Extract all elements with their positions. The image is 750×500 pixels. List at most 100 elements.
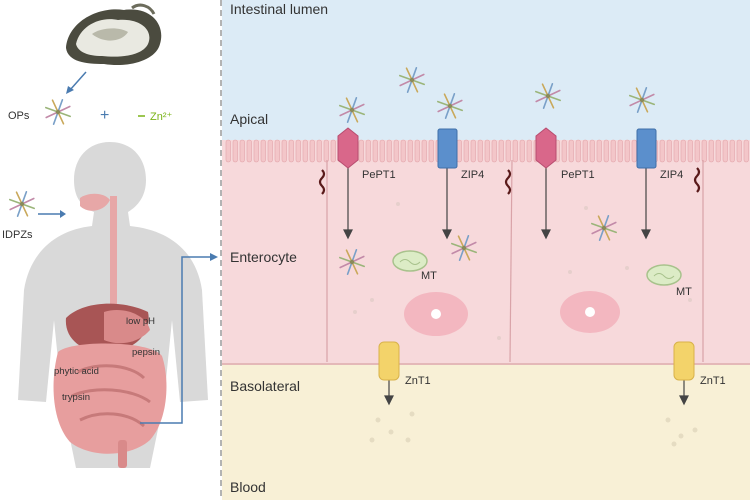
microvillus [666, 139, 672, 163]
microvillus [421, 139, 427, 163]
peptide-zinc-complex [450, 235, 478, 262]
microvillus [274, 139, 280, 163]
lumen-region [222, 0, 750, 140]
microvillus [491, 139, 497, 163]
microvillus [575, 139, 581, 163]
microvillus [253, 139, 259, 163]
microvillus [239, 139, 245, 163]
pept1-transporter-right [535, 127, 557, 169]
label-pept1-right: PePT1 [561, 169, 595, 181]
microvillus [428, 139, 434, 163]
label-zip4-left: ZIP4 [461, 169, 484, 181]
microvillus [246, 139, 252, 163]
microvillus [302, 139, 308, 163]
microvillus [407, 139, 413, 163]
cell-borders [326, 159, 704, 363]
microvillus [729, 139, 735, 163]
peptide-zinc-complex [436, 93, 464, 119]
microvillus [526, 139, 532, 163]
microvillus [372, 139, 378, 163]
microvillus [288, 139, 294, 163]
microvillus [358, 139, 364, 163]
mt-protein-right [646, 264, 682, 286]
label-pept1-left: PePT1 [362, 169, 396, 181]
blood-region [222, 365, 750, 500]
pept1-transporter-left [337, 127, 359, 169]
microvillus [568, 139, 574, 163]
microvillus [225, 139, 231, 163]
peptide-zinc-complex [590, 215, 618, 241]
microvillus [484, 139, 490, 163]
microvillus [316, 139, 322, 163]
microvillus [393, 139, 399, 163]
oyster-arrowhead [66, 86, 74, 94]
microvillus [687, 139, 693, 163]
peptide-zinc-complex [9, 191, 36, 217]
microvillus [309, 139, 315, 163]
microvillus [512, 139, 518, 163]
microvillus [561, 139, 567, 163]
oyster-photo [66, 3, 162, 66]
microvillus [722, 139, 728, 163]
znt1-transporter-right [673, 341, 695, 381]
label-plus: + [100, 107, 109, 124]
peptide-zinc-complex [338, 97, 366, 123]
microvillus [701, 139, 707, 163]
microvillus [631, 139, 637, 163]
microvillus [736, 139, 742, 163]
microvillus [582, 139, 588, 163]
microvillus [596, 139, 602, 163]
zip4-transporter-right [636, 128, 657, 169]
microvillus [673, 139, 679, 163]
label-phytic-acid: phytic acid [54, 366, 99, 377]
absorption-connector [140, 256, 210, 424]
zinc-dots [353, 202, 692, 340]
transport-arrows [343, 160, 689, 406]
microvillus [743, 139, 749, 163]
microvillus [400, 139, 406, 163]
microvillus [477, 139, 483, 163]
label-zinc-ion: Zn²⁺ [150, 111, 173, 123]
microvillus [365, 139, 371, 163]
label-pepsin: pepsin [132, 347, 160, 358]
label-znt1-right: ZnT1 [700, 375, 726, 387]
microvilli-brush-border [225, 139, 749, 163]
nucleus-right [560, 291, 620, 333]
microvillus [610, 139, 616, 163]
microvillus [624, 139, 630, 163]
microvillus [680, 139, 686, 163]
label-mt-right: MT [676, 286, 692, 298]
mt-protein-left [392, 250, 428, 272]
microvillus [379, 139, 385, 163]
label-zip4-right: ZIP4 [660, 169, 683, 181]
epithelium-region [222, 140, 750, 365]
microvillus [260, 139, 266, 163]
microvillus [715, 139, 721, 163]
label-idpzs: IDPZs [2, 229, 33, 241]
peptide-zinc-complex [338, 249, 366, 276]
microvillus [281, 139, 287, 163]
idpz-arrowhead [60, 210, 66, 218]
zip4-transporter-left [437, 128, 458, 169]
microvillus [603, 139, 609, 163]
microvillus [232, 139, 238, 163]
microvillus [323, 139, 329, 163]
microvillus [519, 139, 525, 163]
label-mt-left: MT [421, 270, 437, 282]
label-basolateral: Basolateral [230, 378, 300, 394]
tight-junctions [318, 167, 701, 195]
label-blood: Blood [230, 479, 266, 495]
label-intestinal-lumen: Intestinal lumen [230, 1, 328, 17]
microvillus [659, 139, 665, 163]
label-low-ph: low pH [126, 316, 155, 327]
microvillus [589, 139, 595, 163]
microvillus [456, 139, 462, 163]
label-ops: OPs [8, 110, 30, 122]
microvillus [617, 139, 623, 163]
microvillus [386, 139, 392, 163]
znt1-transporter-left [378, 341, 400, 381]
label-trypsin: trypsin [62, 392, 90, 403]
microvillus [295, 139, 301, 163]
